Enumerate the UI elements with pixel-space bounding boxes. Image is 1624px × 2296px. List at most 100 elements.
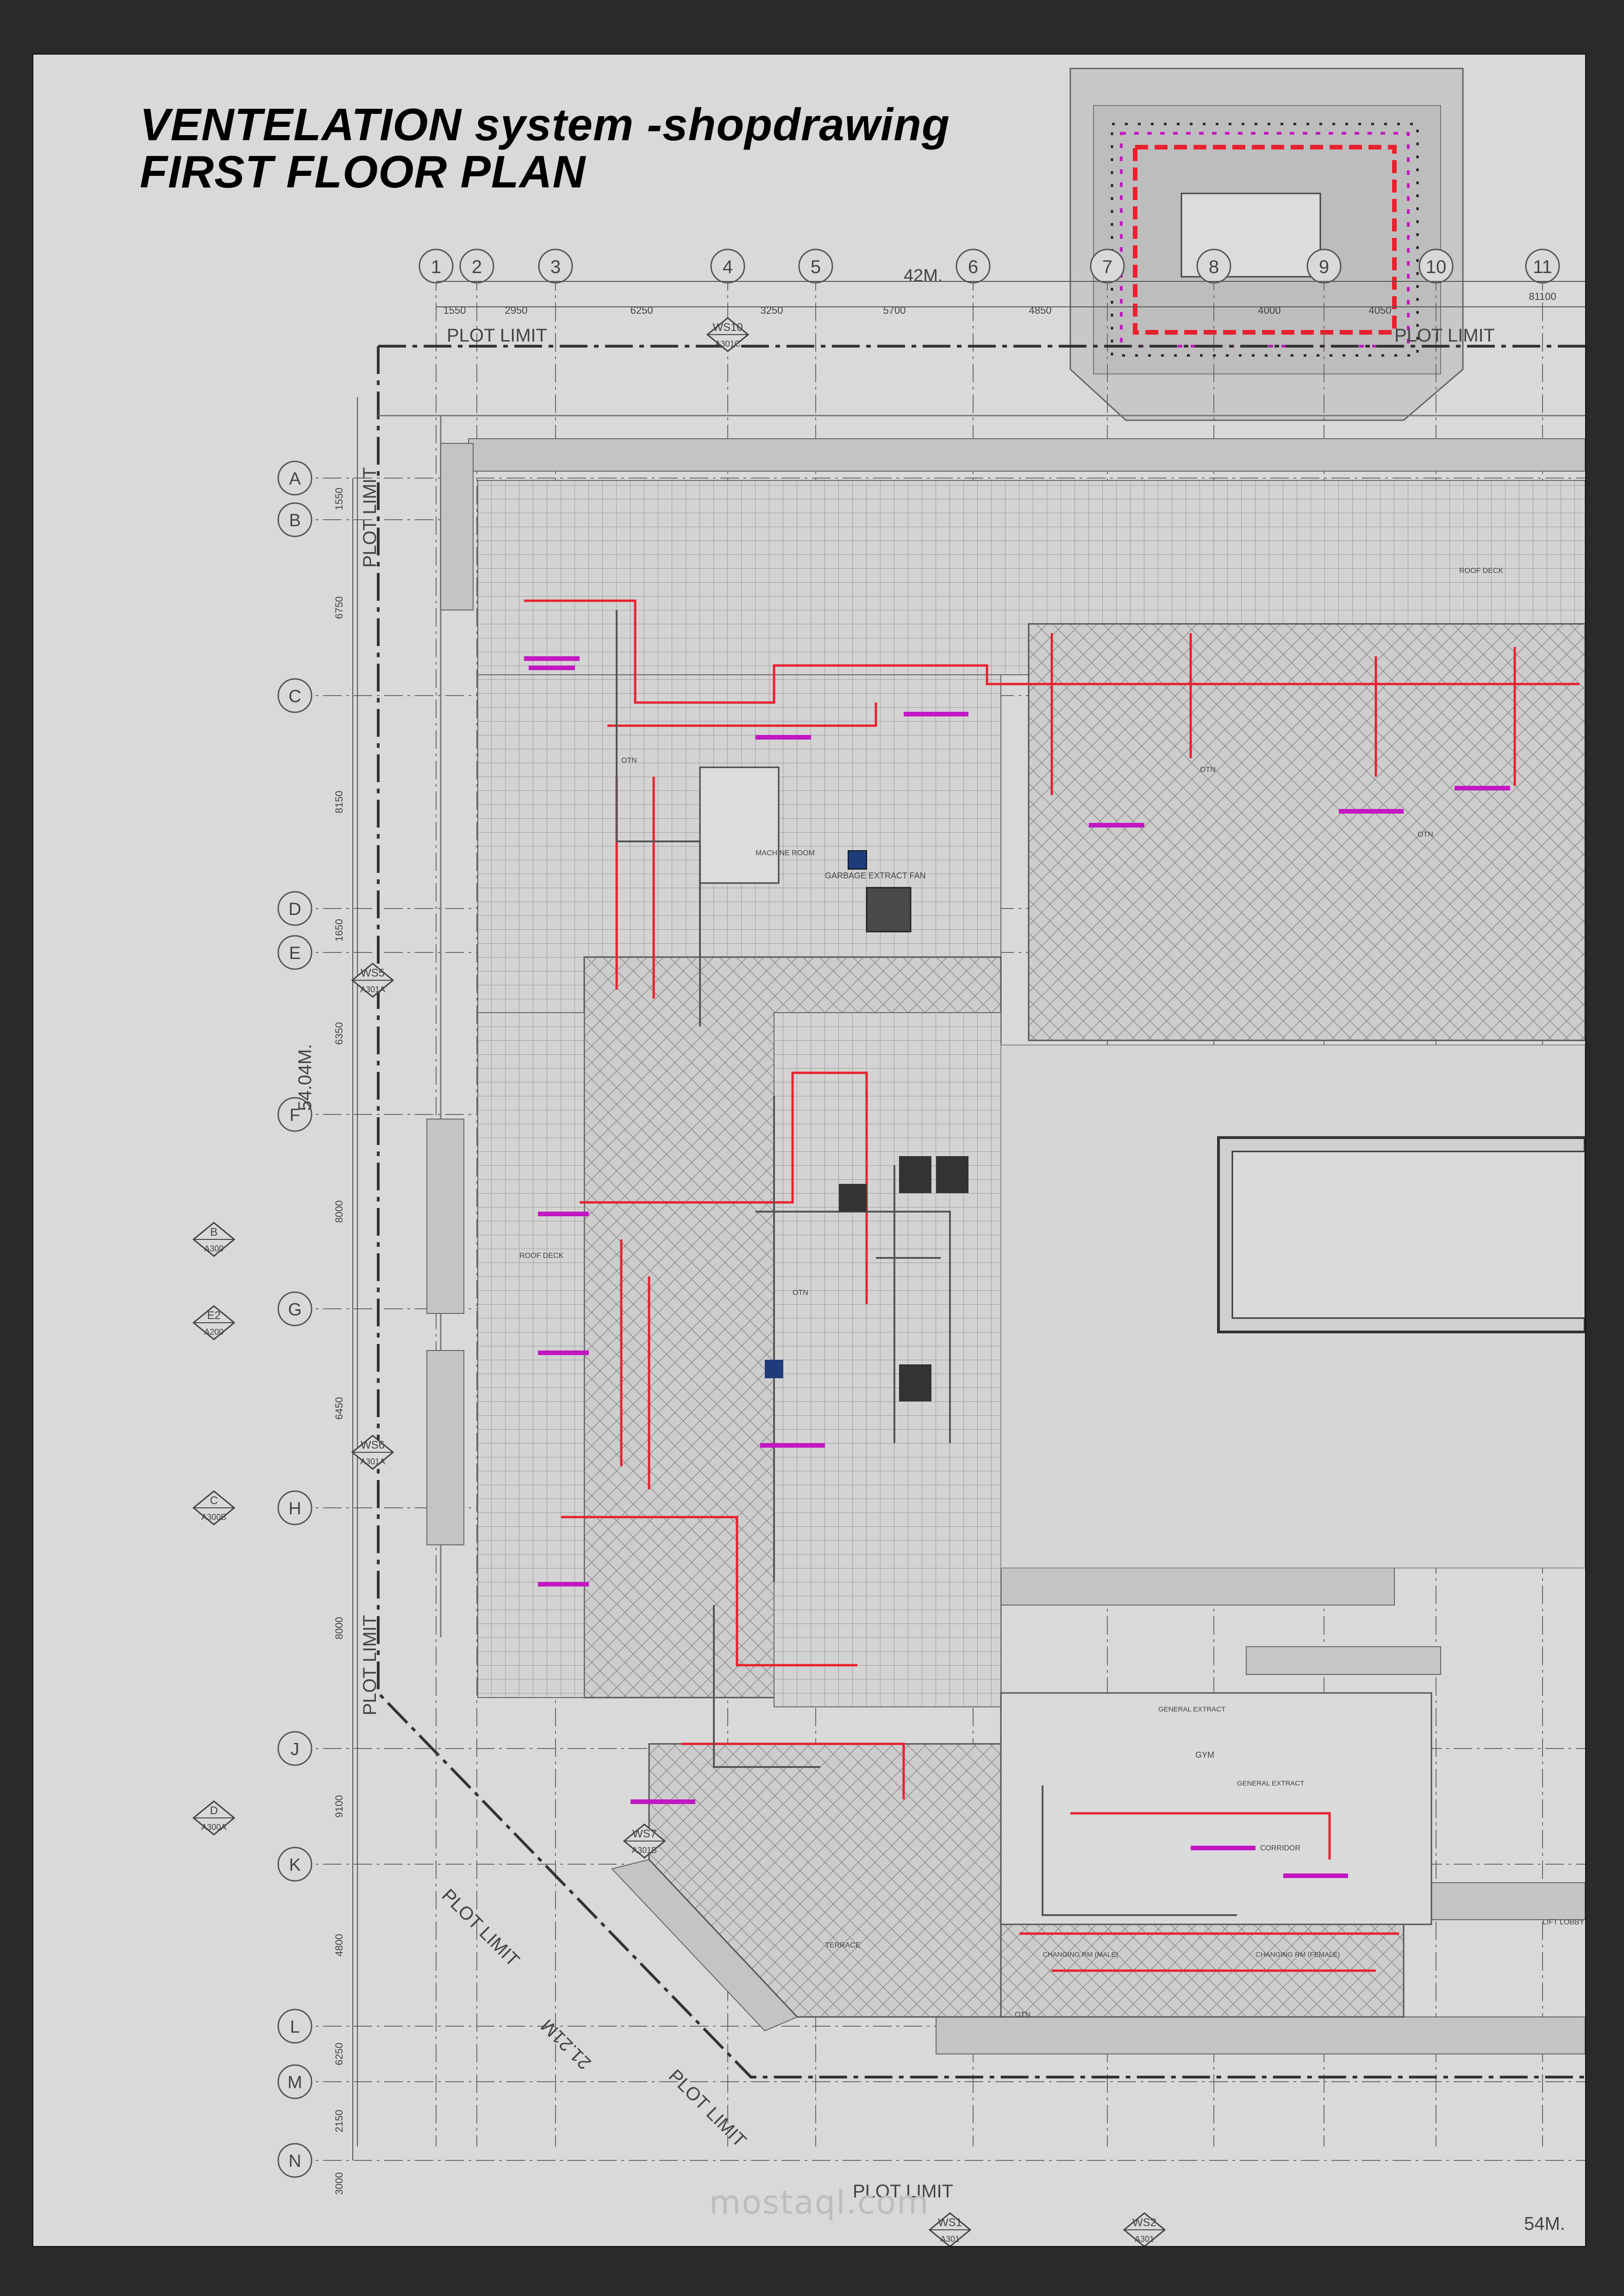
grid-label-col-10: 10 <box>1426 257 1447 277</box>
grid-label-col-4: 4 <box>723 257 733 277</box>
label-roof-deck: ROOF DECK <box>519 1252 563 1260</box>
grid-label-row-L: L <box>290 2017 300 2037</box>
grid-bubble-col-7 <box>1090 249 1125 284</box>
section-marker-id: E2 <box>207 1309 220 1322</box>
key-plan <box>1069 68 1464 421</box>
plot-limit-diagonal: PLOT LIMIT <box>438 1885 524 1971</box>
side-dim-2: 8150 <box>333 791 345 814</box>
dim-bottom-width: 54M. <box>1524 2214 1565 2234</box>
section-marker-ref: A301A <box>360 985 385 994</box>
label-changing-rm-female: CHANGING RM (FEMALE) <box>1255 1951 1340 1959</box>
section-marker-ref: A301B <box>632 1846 657 1855</box>
top-dim-5: 4850 <box>1029 305 1052 316</box>
top-dim-6: 4000 <box>1258 305 1281 316</box>
building-walls <box>426 438 1585 2054</box>
grid-bubble-row-C <box>277 678 312 713</box>
title-line-2: FIRST FLOOR PLAN <box>140 146 586 197</box>
grid-label-col-9: 9 <box>1319 257 1329 277</box>
top-dim-total: 81100 <box>1529 291 1556 302</box>
grid-label-row-H: H <box>288 1499 301 1518</box>
dim-side-height: 54.04M. <box>295 1044 315 1111</box>
grid-bubble-row-B <box>277 502 312 537</box>
section-marker-id: WS1 <box>938 2216 962 2229</box>
top-dim-0: 1550 <box>443 305 466 316</box>
section-marker-id: D <box>210 1804 218 1817</box>
grid-label-row-G: G <box>288 1300 302 1319</box>
label-otn-3: OTN <box>1418 831 1433 839</box>
side-dim-7: 8000 <box>333 1617 345 1640</box>
grid-label-row-C: C <box>288 687 301 706</box>
top-dim-4: 5700 <box>883 305 906 316</box>
grid-bubble-row-N <box>277 2143 312 2178</box>
section-marker-id: WS2 <box>1132 2216 1156 2229</box>
grid-bubble-row-G <box>277 1291 312 1326</box>
label-otn-2: OTN <box>1200 766 1216 774</box>
side-dim-10: 6250 <box>333 2043 345 2066</box>
label-garbage-extract-fan: GARBAGE EXTRACT FAN <box>825 871 926 880</box>
grid-bubble-row-H <box>277 1490 312 1525</box>
title-line-1: VENTELATION system -shopdrawing <box>140 99 950 150</box>
side-dim-5: 8000 <box>333 1201 345 1223</box>
grid-bubble-row-M <box>277 2064 312 2099</box>
side-dim-0: 1550 <box>333 488 345 510</box>
label-machine-room: MACHINE ROOM <box>756 849 815 857</box>
grid-label-col-5: 5 <box>811 257 821 277</box>
section-marker-ref: A300B <box>201 1512 226 1522</box>
grid-bubble-col-5 <box>798 249 833 284</box>
grid-bubble-col-9 <box>1306 249 1342 284</box>
grid-bubble-col-6 <box>956 249 991 284</box>
grid-label-row-M: M <box>287 2073 302 2092</box>
section-marker-id: WS7 <box>632 1828 656 1840</box>
label-otn-1: OTN <box>621 757 637 765</box>
side-dim-8: 9100 <box>333 1795 345 1818</box>
side-dimension-string: 1550675081501650635080006450800091004800… <box>333 478 353 2195</box>
drawing-sheet: VENTELATION system -shopdrawing FIRST FL… <box>33 55 1585 2246</box>
grid-label-row-F: F <box>289 1106 300 1125</box>
grid-bubble-row-J <box>277 1731 312 1766</box>
section-marker-id: C <box>210 1494 218 1507</box>
extract-ductwork <box>616 610 1237 1916</box>
section-marker-ref: A301 <box>1135 2234 1154 2244</box>
grid-label-col-7: 7 <box>1102 257 1112 277</box>
section-markers: WS10A301CWS5A301ABA300E2A200WS6A301ACA30… <box>192 317 1166 2246</box>
pool-void <box>1217 1136 1585 1675</box>
section-marker-id: WS5 <box>361 967 385 979</box>
label-lift-lobby: LIFT LOBBY <box>1543 1918 1585 1926</box>
label-corridor: CORRIDOR <box>1260 1844 1300 1852</box>
section-marker-ref: A200 <box>204 1327 224 1337</box>
section-marker-c: C A300B <box>192 1490 236 1525</box>
grid-label-col-8: 8 <box>1209 257 1219 277</box>
label-gym: GYM <box>1195 1750 1214 1760</box>
grid-label-row-K: K <box>289 1855 300 1875</box>
grid-bubble-col-10 <box>1418 249 1454 284</box>
floor-finish-zones <box>477 480 1585 2018</box>
grid-bubble-row-K <box>277 1847 312 1882</box>
label-general-extract-2: GENERAL EXTRACT <box>1237 1780 1304 1787</box>
top-dim-7: 4050 <box>1369 305 1392 316</box>
duct-tag-annotations <box>524 656 1510 1878</box>
grid-label-row-D: D <box>288 900 301 919</box>
grid-label-col-2: 2 <box>472 257 482 277</box>
side-dim-4: 6350 <box>333 1022 345 1045</box>
supply-ductwork <box>524 599 1580 1972</box>
grid-bubble-col-3 <box>538 249 573 284</box>
label-general-extract: GENERAL EXTRACT <box>1158 1705 1225 1713</box>
plot-limit-top: PLOT LIMIT <box>447 325 547 346</box>
grid-bubble-col-8 <box>1196 249 1231 284</box>
grid-label-row-J: J <box>291 1740 300 1759</box>
label-changing-rm-male: CHANGING RM (MALE) <box>1043 1951 1118 1959</box>
section-marker-id: WS10 <box>712 321 743 334</box>
grid-bubble-row-L <box>277 2009 312 2044</box>
section-marker-id: WS6 <box>361 1439 385 1451</box>
side-dim-1: 6750 <box>333 597 345 619</box>
plot-limit-left-upper: PLOT LIMIT <box>360 467 380 567</box>
side-dim-3: 1650 <box>333 919 345 942</box>
plot-limit-diagonal-2: PLOT LIMIT <box>665 2066 750 2151</box>
